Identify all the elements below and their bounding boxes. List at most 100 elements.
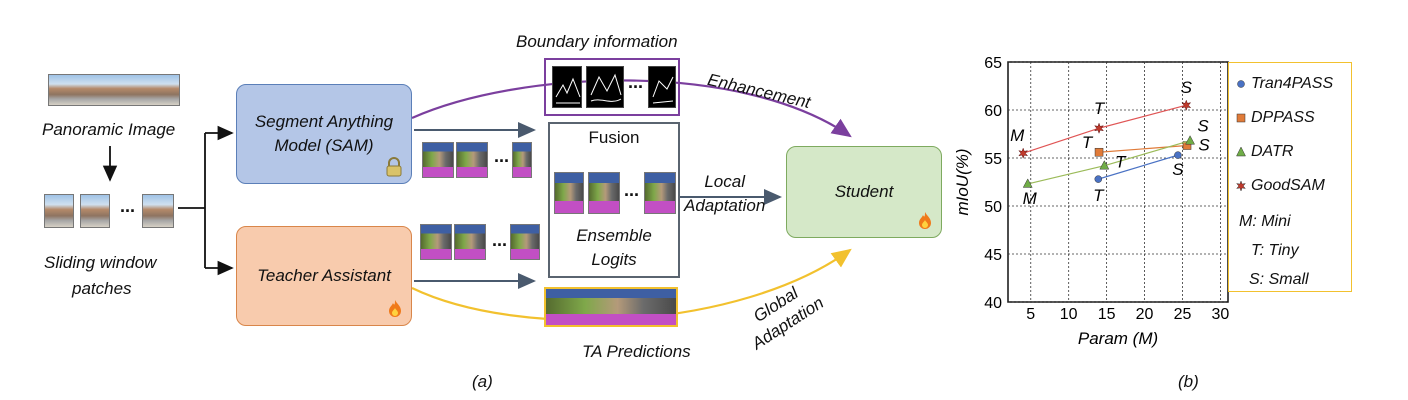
chart-legend: Tran4PASS DPPASS DATR GoodSAM M: Mini T: Ti… — [1228, 62, 1352, 292]
panoramic-image-label: Panoramic Image — [42, 120, 176, 139]
y-tick-label: 50 — [984, 199, 1002, 216]
ensemble-logits-line: Logits — [591, 250, 637, 269]
ta-patch-thumbnail — [510, 224, 540, 260]
legend-marker-square — [1236, 113, 1246, 123]
series-line-dppass — [1098, 144, 1188, 153]
teacher-assistant-label: Teacher Assistant — [257, 266, 391, 285]
fusion-box: Fusion ... Ensemble Logits — [548, 122, 680, 278]
fire-icon — [919, 212, 931, 229]
series-line-tran4pass — [1098, 154, 1179, 180]
student-label: Student — [834, 182, 894, 201]
y-tick-label: 65 — [984, 55, 1002, 72]
legend-note-mini: M: Mini — [1239, 213, 1291, 230]
ta-patch-thumbnail — [420, 224, 452, 260]
ta-predictions-strip — [544, 287, 678, 327]
legend-note-tiny: T: Tiny — [1251, 242, 1299, 259]
data-point-datr — [1099, 160, 1110, 170]
legend-label: GoodSAM — [1251, 177, 1325, 194]
local-adaptation-label: Local Adaptation — [684, 170, 765, 218]
teacher-assistant-box: Teacher Assistant — [236, 226, 412, 326]
point-label: M — [1010, 126, 1025, 145]
point-label: T — [1115, 153, 1127, 172]
point-label: T — [1094, 99, 1106, 118]
legend-item-tran4pass: Tran4PASS — [1235, 75, 1333, 93]
x-tick-label: 15 — [1098, 306, 1116, 323]
student-box: Student — [786, 146, 942, 238]
panel-a-caption: (a) — [472, 372, 493, 391]
panel-b-caption: (b) — [1178, 372, 1199, 391]
x-tick-label: 30 — [1212, 306, 1230, 323]
y-tick-label: 55 — [984, 151, 1002, 168]
edge-map-ellipsis: ... — [628, 72, 644, 92]
x-axis-label: Param (M) — [1078, 329, 1158, 348]
legend-item-dppass: DPPASS — [1235, 109, 1315, 127]
sam-mask-thumbnail — [422, 142, 454, 178]
fire-icon — [389, 300, 401, 317]
data-point-datr — [1022, 178, 1033, 188]
fusion-logit-thumbnail — [554, 172, 584, 214]
edge-map-thumbnail — [552, 66, 582, 108]
sam-box: Segment Anything Model (SAM) — [236, 84, 412, 184]
legend-marker-circle — [1237, 80, 1245, 88]
series-line-datr — [1027, 140, 1191, 185]
series-line-goodsam — [1022, 104, 1187, 154]
x-tick-label: 20 — [1136, 306, 1154, 323]
patch-thumbnail — [80, 194, 110, 228]
panoramic-image — [48, 74, 180, 106]
point-label: T — [1082, 133, 1094, 152]
sliding-window-label-line: patches — [72, 279, 132, 298]
point-label: S — [1172, 160, 1184, 179]
x-tick-label: 25 — [1174, 306, 1192, 323]
data-point-datr — [1185, 135, 1195, 145]
sam-mask-thumbnail — [456, 142, 488, 178]
y-tick-label: 45 — [984, 247, 1002, 264]
boundary-box: ... — [544, 58, 680, 116]
local-adaptation-line: Local — [704, 172, 745, 191]
legend-item-datr: DATR — [1235, 143, 1293, 161]
data-point-dppass — [1094, 147, 1104, 157]
plot-frame — [1007, 61, 1229, 303]
edge-map-thumbnail — [648, 66, 676, 108]
lock-icon — [386, 157, 402, 177]
data-point-goodsam — [1181, 99, 1192, 111]
ta-patch-ellipsis: ... — [492, 230, 508, 250]
point-label: S — [1181, 78, 1193, 97]
y-tick-label: 60 — [984, 103, 1002, 120]
legend-notes: M: Mini T: Tiny S: Small — [1237, 207, 1309, 294]
patch-thumbnail — [44, 194, 74, 228]
sam-mask-ellipsis: ... — [494, 146, 510, 166]
sam-mask-thumbnail — [512, 142, 532, 178]
legend-label: DPPASS — [1251, 109, 1315, 126]
edge-map-thumbnail — [586, 66, 624, 108]
fusion-logit-thumbnail — [588, 172, 620, 214]
legend-label: Tran4PASS — [1251, 75, 1334, 92]
fusion-ellipsis: ... — [624, 180, 640, 200]
point-label: S — [1198, 136, 1210, 155]
point-label: S — [1197, 117, 1209, 136]
y-axis-label: mIoU(%) — [953, 148, 972, 215]
sam-label-line: Model (SAM) — [274, 136, 374, 155]
x-tick-label: 5 — [1026, 306, 1035, 323]
point-label: T — [1093, 186, 1105, 205]
legend-marker-triangle — [1236, 146, 1246, 157]
point-label: M — [1023, 189, 1038, 208]
legend-label: DATR — [1251, 143, 1294, 160]
ta-predictions-label: TA Predictions — [582, 342, 691, 361]
boundary-information-label: Boundary information — [516, 32, 678, 51]
ensemble-logits-label: Ensemble Logits — [550, 224, 678, 272]
sliding-window-label: Sliding window patches — [44, 250, 156, 302]
local-adaptation-line: Adaptation — [684, 196, 766, 215]
patch-thumbnail — [142, 194, 174, 228]
patch-ellipsis: ... — [120, 196, 136, 216]
sliding-window-label-line: Sliding window — [44, 253, 157, 272]
ta-patch-thumbnail — [454, 224, 486, 260]
data-point-goodsam — [1094, 122, 1105, 134]
legend-note-small: S: Small — [1249, 271, 1309, 288]
x-tick-label: 10 — [1060, 306, 1078, 323]
legend-item-goodsam: GoodSAM — [1235, 177, 1325, 195]
data-point-tran4pass — [1174, 151, 1182, 159]
fusion-label: Fusion — [588, 128, 640, 147]
data-point-goodsam — [1018, 147, 1029, 159]
y-tick-label: 40 — [984, 295, 1002, 312]
